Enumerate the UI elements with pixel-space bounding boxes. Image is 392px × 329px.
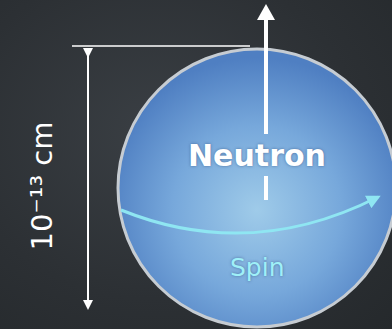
spin-axis bbox=[264, 176, 268, 200]
spin-axis bbox=[264, 10, 268, 134]
sphere bbox=[118, 49, 392, 327]
extension-line bbox=[72, 45, 250, 47]
dimension-label: 10⁻¹³ cm bbox=[25, 122, 59, 251]
spin-arc bbox=[121, 197, 378, 233]
particle-name: Neutron bbox=[188, 138, 326, 173]
axis-arrowhead bbox=[257, 4, 275, 20]
spin-label: Spin bbox=[230, 253, 285, 282]
dimension-arrow bbox=[87, 56, 89, 308]
neutron-sphere: NeutronSpin bbox=[118, 49, 392, 327]
